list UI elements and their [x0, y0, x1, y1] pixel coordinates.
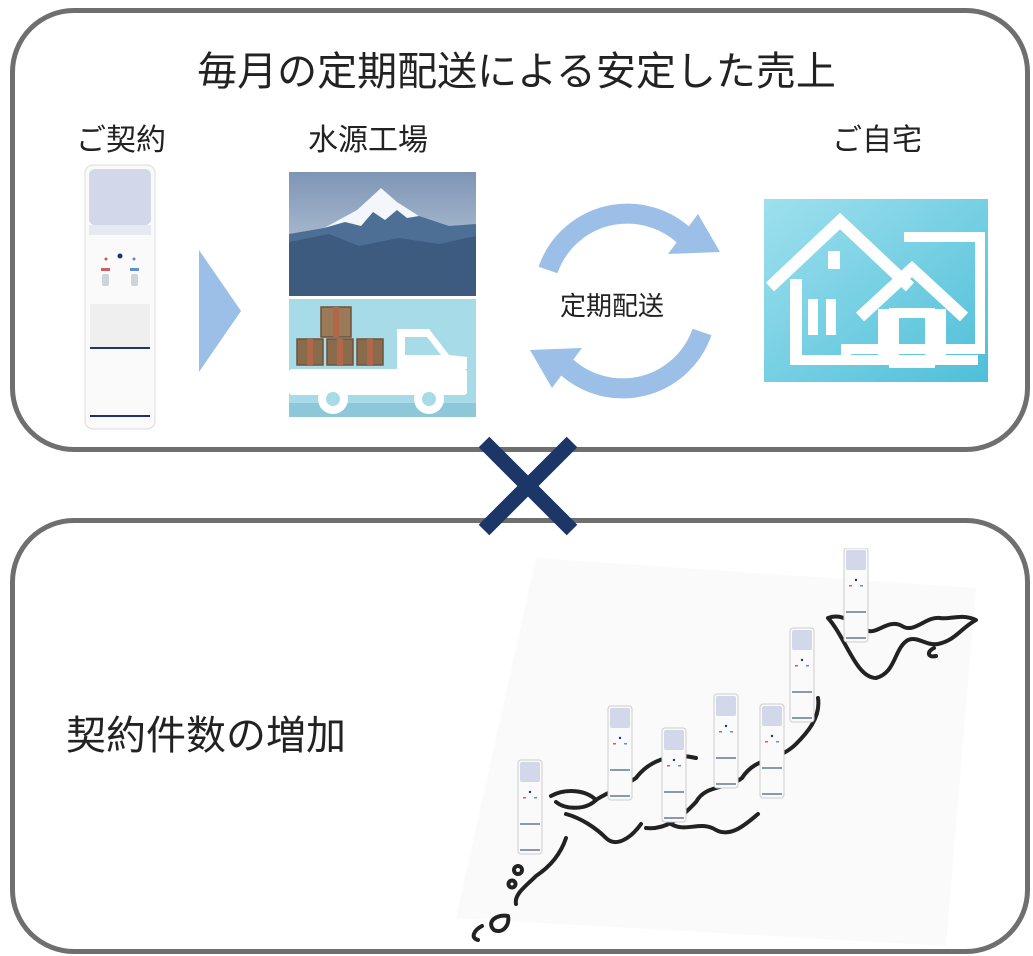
delivery-truck-icon	[289, 299, 476, 417]
delivery-label: 定期配送	[560, 292, 665, 322]
arrow-right-icon	[199, 250, 241, 372]
factory-label: 水源工場	[308, 123, 428, 158]
multiply-icon	[470, 428, 586, 544]
cycle-arrows-icon	[520, 196, 730, 406]
house-icon	[764, 199, 988, 382]
mountain-icon	[289, 172, 476, 296]
bottom-title: 契約件数の増加	[66, 713, 346, 759]
japan-map-icon	[456, 548, 996, 946]
contract-label: ご契約	[76, 123, 166, 158]
top-title: 毎月の定期配送による安定した売上	[197, 49, 836, 95]
home-label: ご自宅	[832, 123, 922, 158]
water-server-icon	[84, 164, 156, 430]
